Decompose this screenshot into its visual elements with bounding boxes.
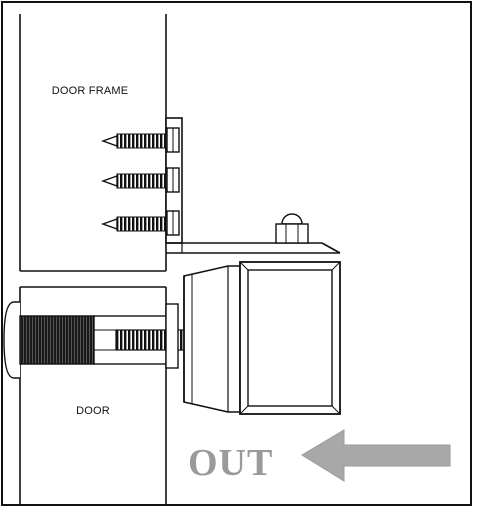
left-arrow-icon (301, 429, 451, 482)
direction-label: OUT (188, 442, 273, 484)
closer-housing (239, 261, 341, 415)
frame-screw-bottom (100, 210, 180, 236)
bumper-pad (183, 265, 241, 413)
frame-screw-top (100, 127, 180, 153)
door-label: DOOR (76, 405, 110, 417)
bracket-nut (275, 213, 309, 244)
mounting-bracket (165, 117, 341, 254)
door-frame-label: DOOR FRAME (52, 85, 129, 97)
frame-screw-middle (100, 167, 180, 193)
diagram-border (1, 1, 472, 506)
